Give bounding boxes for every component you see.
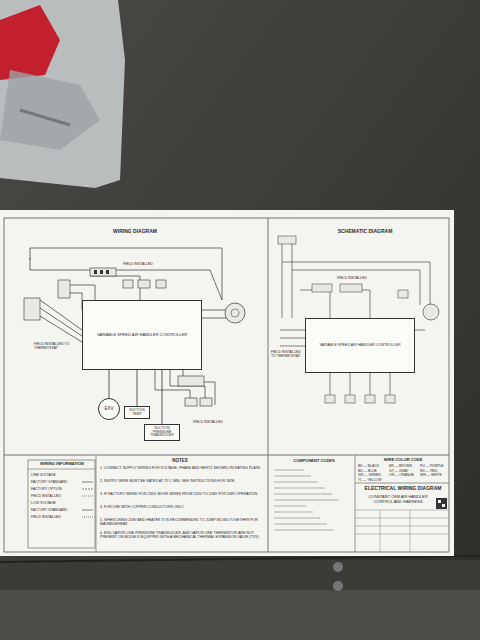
label-text: BU — BLUE [358,470,388,474]
controller-board: VARIABLE SPEED AIR HANDLER CONTROLLER [305,318,415,373]
label-text: WIRING DIAGRAM [95,229,175,235]
wire [137,370,138,406]
controller-board: VARIABLE SPEED AIR HANDLER CONTROLLER [82,300,202,370]
label-text: FACTORY STANDARD [31,480,81,484]
label-text: LOW VOLTAGE [31,501,81,505]
label-text: FIELD INSTALLED [335,276,369,280]
label-text: WH — WHITE [420,474,450,478]
label-text: FIELD INSTALLED TO THERMOSTAT [34,342,70,350]
label-text: WIRING INFORMATION [30,462,94,467]
label-text: FIELD INSTALLED [31,494,81,498]
label-text: 6. EXV, VAPOR LINE PRESSURE TRANSDUCER, … [100,531,264,539]
label-text: YL — YELLOW [358,479,388,483]
sensor-box: SUCTION TEMP [124,406,150,419]
node-text: VARIABLE SPEED AIR HANDLER CONTROLLER [97,333,187,337]
node-text: SUCTION PRESSURE TRANSDUCER [147,427,178,438]
label-text: FIELD INSTALLED [118,262,158,266]
label-text: FIELD INSTALLED [188,420,228,424]
node-text: SUCTION TEMP [127,409,148,416]
label-text: WIRE COLOR CODE [362,458,444,463]
node-text: VARIABLE SPEED AIR HANDLER CONTROLLER [319,344,400,348]
exv-valve: EXV [98,398,120,420]
label-text: COMPONENT CODES [278,459,350,464]
label-text: BK — BLACK [358,465,388,469]
label-text: BR — BROWN [389,465,419,469]
label-text: 5. WHEN USING 208V AND HEATER IT IS RECO… [100,518,264,526]
label-text: PU — PURPLE [420,465,450,469]
label-text: FIELD INSTALLED [31,515,81,519]
label-text: FIELD INSTALLED TO THERMOSTAT [271,350,303,358]
label-text: GY — GRAY [389,470,419,474]
label-text: 2. SUPPLY WIRE MUST BE RATED AT 75°C MIN… [100,479,264,483]
label-text: SCHEMATIC DIAGRAM [320,229,410,235]
label-text: FACTORY OPTION [31,487,81,491]
wire [109,370,110,398]
label-text: GR — GREEN [358,474,388,478]
sensor-box: SUCTION PRESSURE TRANSDUCER [144,424,180,441]
wire [162,370,163,424]
label-text: NOTES [150,458,210,463]
label-text: 3. IF FACTORY WIRED FOR 230V, MOVE WIRES… [100,492,264,496]
label-text: 4. FOR USE WITH COPPER CONDUCTORS ONLY. [100,505,264,509]
title-text: ELECTRICAL WIRING DIAGRAM [358,486,448,492]
label-text: CONSTANT CFM AIR HANDLER CONTROL AND HAR… [360,495,436,504]
label-text: FACTORY STANDARD [31,508,81,512]
label-text: 1. CONNECT SUPPLY WIRING FOR VOLTAGE, PH… [100,466,264,470]
node-text: EXV [104,407,113,412]
label-text: LINE VOLTAGE [31,473,81,477]
label-text: OR — ORANGE [389,474,419,478]
label-text: RD — RED [420,470,450,474]
